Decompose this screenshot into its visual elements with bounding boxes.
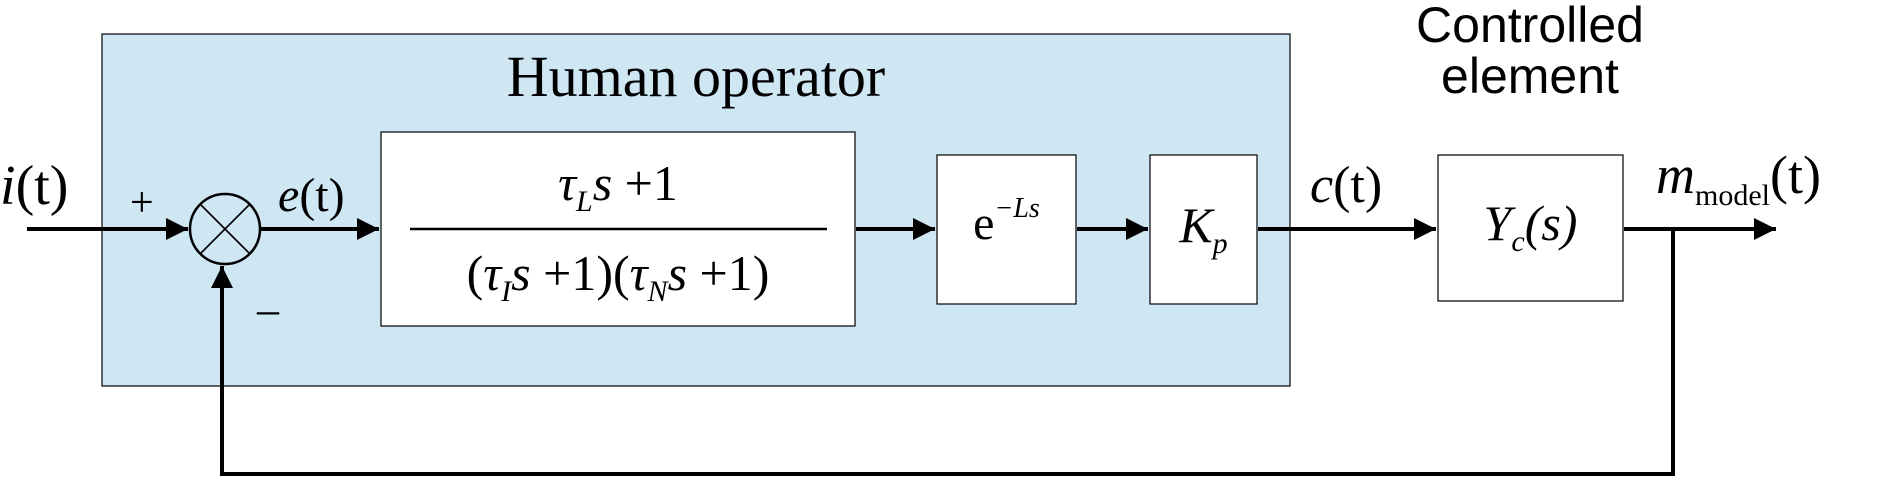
leadlag-denominator: (τIs +1)(τNs +1)	[466, 245, 770, 308]
output-signal-label: mmodel(t)	[1656, 145, 1821, 212]
plant-expression: Yc(s)	[1483, 195, 1578, 258]
gain-expression: Kp	[1179, 197, 1228, 260]
delay-block	[936, 154, 1077, 305]
error-signal-label: e(t)	[278, 169, 345, 222]
human-operator-label: Human operator	[506, 44, 886, 109]
plus-sign: +	[130, 180, 154, 226]
gain-block	[1149, 154, 1258, 305]
feedback-path	[211, 229, 1675, 476]
control-signal-label: c(t)	[1310, 157, 1383, 214]
input-signal-label: i(t)	[0, 155, 69, 217]
summing-junction	[188, 192, 262, 266]
leadlag-numerator: τLs +1	[558, 155, 678, 218]
minus-sign: –	[257, 285, 279, 334]
controlled-element-label: Controlled element	[1416, 0, 1644, 104]
delay-expression: e−Ls	[973, 193, 1040, 250]
plant-block	[1437, 154, 1624, 302]
